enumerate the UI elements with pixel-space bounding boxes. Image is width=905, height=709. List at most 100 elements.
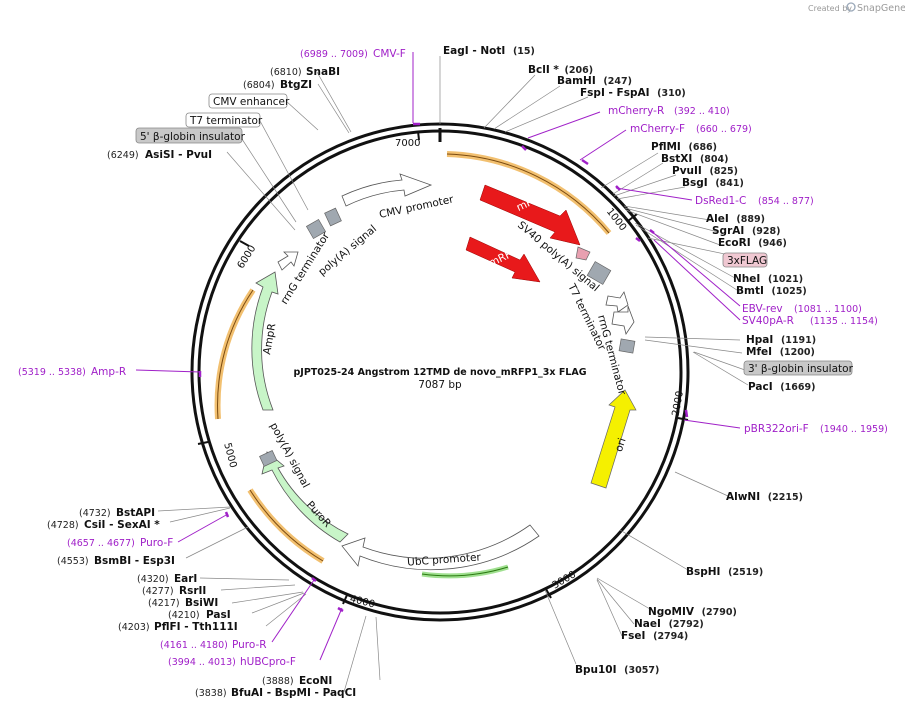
enzyme-bpu10i[interactable]: Bpu10I (3057) [575,664,659,676]
t7-terminator-box-right [586,261,612,285]
enzyme-pfifi-pos: (4203) [118,622,150,633]
orf-arc-puror-line [249,489,324,562]
enzyme-bsmbi[interactable]: BsmBI - Esp3I [94,555,175,567]
enzyme-mfei[interactable]: MfeI (1200) [746,346,815,358]
cmv-enhancer-label[interactable]: CMV enhancer [213,96,290,108]
primer-hubcpro-range: (3994 .. 4013) [168,657,236,668]
enzyme-csii[interactable]: CsiI - SexAI * [84,519,160,531]
enzyme-alei[interactable]: AleI (889) [706,213,765,225]
orf-arc-ubc-line [421,566,509,577]
enzyme-bfuai[interactable]: BfuAI - BspMI - PaqCI [231,687,356,699]
primer-pbr322-range: (1940 .. 1959) [820,424,888,435]
enzyme-snabi[interactable]: SnaBI [306,66,340,78]
enzyme-econi[interactable]: EcoNI [299,675,332,687]
primer-mcherryf-range: (660 .. 679) [696,124,752,135]
brand-text: SnapGene [857,3,905,14]
enzyme-csii-pos: (4728) [47,520,79,531]
enzyme-bstxi[interactable]: BstXI (804) [661,153,728,165]
enzyme-btgzi-pos: (6804) [243,80,275,91]
enzyme-bamhi[interactable]: BamHI (247) [557,75,632,87]
enzyme-snabi-pos: (6810) [270,67,302,78]
primer-ampr[interactable]: Amp-R [91,366,126,378]
enzyme-nhei[interactable]: NheI (1021) [733,273,803,285]
primer-dsred1c[interactable]: DsRed1-C [695,195,746,207]
primer-sv40par-range: (1135 .. 1154) [810,316,878,327]
ubc-promoter-arrow [341,524,540,571]
enzyme-bstapi-pos: (4732) [79,508,111,519]
enzyme-bcli[interactable]: BclI * (206) [528,64,593,76]
primer-ebvrev[interactable]: EBV-rev [742,303,783,315]
enzyme-bsiwi[interactable]: BsiWI [185,597,218,609]
puror-arrow [261,451,349,543]
t7-terminator-top-label[interactable]: T7 terminator [189,115,263,127]
primer-puror[interactable]: Puro-R [232,639,267,651]
rrng-arrow-right-a [605,291,629,313]
rrng-arrow-top [277,251,299,271]
cmv-enhancer-box [208,93,288,109]
enzyme-btgzi[interactable]: BtgZI [280,79,312,91]
enzyme-eari-pos: (4320) [137,574,169,585]
orf-arc-mrfp1 [446,151,612,235]
b-globin-5-label[interactable]: 5' β-globin insulator [140,131,246,143]
primer-mcherryr[interactable]: mCherry-R [608,105,664,117]
polya-left-box [259,450,278,467]
primer-pbr322[interactable]: pBR322ori-F [744,423,809,435]
enzyme-naei[interactable]: NaeI (2792) [634,618,704,630]
enzyme-paci[interactable]: PacI (1669) [748,381,815,393]
orf-arc-mrfp1-line [446,153,610,234]
primer-hubcpro[interactable]: hUBCpro-F [240,656,296,668]
enzyme-bsiwi-pos: (4217) [148,598,180,609]
mrfp1-arrow-b [465,236,541,283]
enzyme-pfifi[interactable]: PflFI - Tth111I [154,621,238,633]
enzyme-bsgi[interactable]: BsgI (841) [682,177,744,189]
flag-label[interactable]: 3xFLAG [727,255,767,267]
primer-labels: (6989 .. 7009) CMV-F mCherry-R (392 .. 4… [18,48,888,668]
credit-text: Created by [808,4,852,13]
enzyme-sgrai[interactable]: SgrAI (928) [712,225,780,237]
ori-arrow [590,389,637,489]
enzyme-labels: EagI - NotI (15) BclI * (206) BamHI (247… [47,45,816,699]
cmv-promoter-label: CMV promoter [378,193,455,221]
t7-terminator-top-tag [185,112,261,128]
flag-box [575,246,591,261]
primer-purof-range: (4657 .. 4677) [67,538,135,549]
b-globin-3-tag [743,360,853,376]
primer-purof[interactable]: Puro-F [140,537,173,549]
primer-mcherryf[interactable]: mCherry-F [630,123,685,135]
enzyme-hpai[interactable]: HpaI (1191) [746,334,816,346]
enzyme-ngomiv[interactable]: NgoMIV (2790) [648,606,737,618]
flag-tag [722,252,768,268]
plasmid-size: 7087 bp [418,379,462,391]
enzyme-fsei[interactable]: FseI (2794) [621,630,688,642]
enzyme-econi-pos: (3888) [262,676,294,687]
primer-sv40par[interactable]: SV40pA-R [742,315,794,327]
tick-3000 [545,588,552,599]
primer-puror-range: (4161 .. 4180) [160,640,228,651]
enzyme-pvuii[interactable]: PvuII (825) [672,165,738,177]
enzyme-bstapi[interactable]: BstAPI [116,507,155,519]
enzyme-asisi[interactable]: AsiSI - PvuI [145,149,212,161]
enzyme-ecori[interactable]: EcoRI (946) [718,237,787,249]
enzyme-bsphi[interactable]: BspHI (2519) [686,566,763,578]
tick-4000 [342,594,348,605]
t7-terminator-top-box [324,207,342,227]
enzyme-alwni[interactable]: AlwNI (2215) [726,491,803,503]
ori-label: ori [613,437,629,454]
tick-2000 [677,417,689,421]
enzyme-pasi[interactable]: PasI [206,609,231,621]
enzyme-fspi[interactable]: FspI - FspAI (310) [580,87,686,99]
plasmid-name: pJPT025-24 Angstrom 12TMD de novo_mRFP1_… [293,367,586,378]
enzyme-bmti[interactable]: BmtI (1025) [736,285,807,297]
enzyme-eagi[interactable]: EagI - NotI (15) [443,45,535,57]
tick-5000 [197,441,209,445]
primer-marks [198,122,689,613]
rrng-arrow-right-b [611,305,635,335]
primer-mcherryr-range: (392 .. 410) [674,106,730,117]
enzyme-pflmi[interactable]: PflMI (686) [651,141,717,153]
primer-cmvf[interactable]: CMV-F [373,48,406,60]
b-globin-3-label[interactable]: 3' β-globin insulator [748,363,854,375]
primer-cmvf-range: (6989 .. 7009) [300,49,368,60]
enzyme-rsrii[interactable]: RsrII [179,585,206,597]
enzyme-eari[interactable]: EarI [174,573,197,585]
